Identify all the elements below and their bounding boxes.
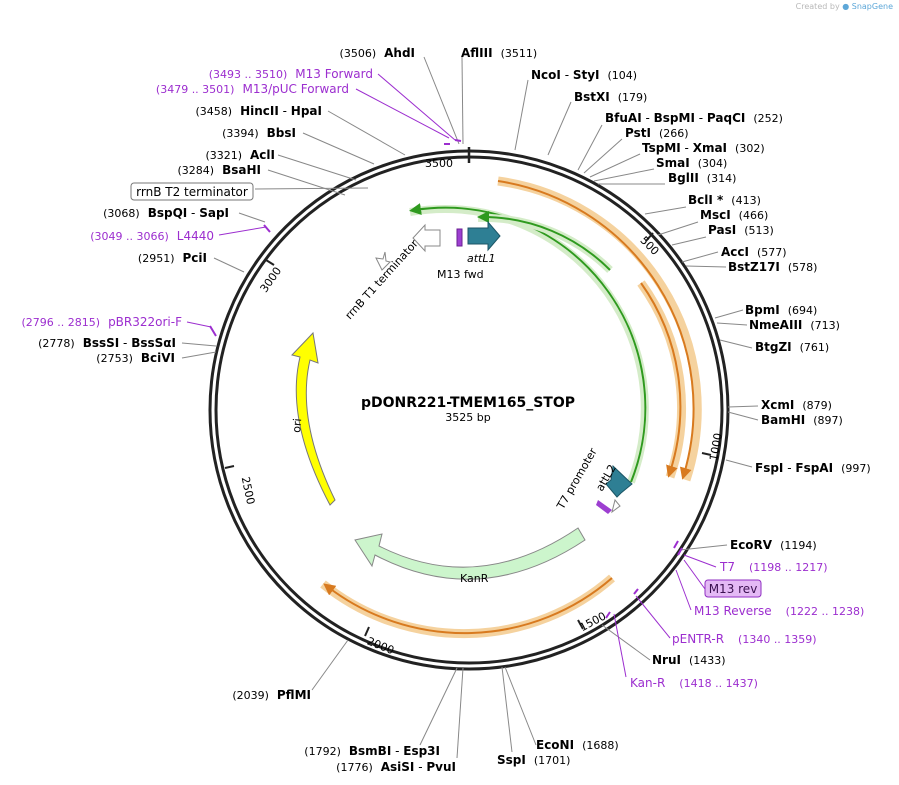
green-feature-band-2 bbox=[477, 213, 613, 273]
site-pasi: PasI(513) bbox=[708, 223, 774, 237]
attl1-label: attL1 bbox=[467, 252, 496, 265]
site-bstz17i: BstZ17I(578) bbox=[728, 260, 817, 274]
site-bcli: BclI *(413) bbox=[688, 193, 761, 207]
site-bsahi: (3284)BsaHI bbox=[178, 163, 261, 177]
green-feature-line-2 bbox=[477, 211, 611, 271]
m13-rev-badge: M13 rev bbox=[704, 579, 762, 598]
enzyme-labels: (3506)AhdI AflIII(3511) NcoI - StyI(104)… bbox=[38, 46, 871, 774]
site-fspi: FspI - FspAI(997) bbox=[755, 461, 871, 475]
orange-feature-line-2 bbox=[640, 282, 682, 478]
tick-label-2500: 2500 bbox=[239, 476, 258, 506]
site-bamhi: BamHI(897) bbox=[761, 413, 843, 427]
rrnb-t2-arrow bbox=[375, 251, 391, 271]
site-xcmi: XcmI(879) bbox=[761, 398, 832, 412]
site-asisi: (1776)AsiSI - PvuI bbox=[336, 760, 456, 774]
site-pcii: (2951)PciI bbox=[138, 251, 207, 265]
attl1-arrow bbox=[467, 220, 501, 252]
site-bfuai: BfuAI - BspMI - PaqCI(252) bbox=[605, 111, 783, 125]
orange-feature-band-3 bbox=[320, 574, 615, 639]
primer-t7: T7(1198 .. 1217) bbox=[719, 560, 828, 574]
plasmid-name: pDONR221-TMEM165_STOP bbox=[361, 395, 575, 411]
t7prom-label: T7 promoter bbox=[554, 445, 600, 512]
site-smai: SmaI(304) bbox=[656, 156, 727, 170]
primer-l4440: (3049 .. 3066)L4440 bbox=[90, 229, 214, 243]
site-tspmi: TspMI - XmaI(302) bbox=[642, 141, 765, 155]
site-bglii: BglII(314) bbox=[668, 171, 736, 185]
site-hincii: (3458)HincII - HpaI bbox=[196, 104, 323, 118]
tick-label-3500: 3500 bbox=[425, 157, 453, 170]
primer-leader-lines bbox=[186, 73, 717, 678]
site-bpmi: BpmI(694) bbox=[745, 303, 817, 317]
credit-prefix: Created by bbox=[795, 2, 840, 11]
site-ahdi: (3506)AhdI bbox=[340, 46, 415, 60]
ori-feature bbox=[291, 331, 336, 506]
primer-pbr322ori-f: (2796 .. 2815)pBR322ori-F bbox=[22, 315, 183, 329]
m13-fwd-marker bbox=[456, 228, 463, 247]
primer-site-marks bbox=[209, 139, 683, 619]
tick-label-1000: 1000 bbox=[707, 432, 725, 462]
enzyme-leader-lines bbox=[181, 56, 759, 759]
site-acli: (3321)AclI bbox=[205, 148, 275, 162]
site-acci: AccI(577) bbox=[721, 245, 787, 259]
site-econi: EcoNI(1688) bbox=[536, 738, 619, 752]
credit-brand: SnapGene bbox=[851, 2, 893, 11]
site-btgzi: BtgZI(761) bbox=[755, 340, 829, 354]
rrnb-t2-badge: rrnB T2 terminator bbox=[130, 182, 254, 201]
kanr-label: KanR bbox=[460, 572, 489, 585]
ori-label: ori bbox=[290, 418, 304, 433]
primer-kan-r: Kan-R(1418 .. 1437) bbox=[630, 676, 758, 690]
site-sspi: SspI(1701) bbox=[497, 753, 570, 767]
primer-pentr-r: pENTR-R(1340 .. 1359) bbox=[672, 632, 817, 646]
site-msci: MscI(466) bbox=[700, 208, 768, 222]
kanr-feature bbox=[354, 527, 586, 580]
rrnb-t1-label: rrnB T1 terminator bbox=[343, 237, 421, 322]
site-psti: PstI(266) bbox=[625, 126, 689, 140]
rrnb-t2-label: rrnB T2 terminator bbox=[136, 185, 248, 199]
t7-promoter-arrow bbox=[611, 498, 621, 514]
green-feature-line-1 bbox=[409, 203, 647, 483]
primer-labels: (3493 .. 3510)M13 Forward (3479 .. 3501)… bbox=[22, 67, 865, 690]
attl2-arrow bbox=[605, 464, 633, 498]
snapgene-logo: ● SnapGene bbox=[842, 2, 893, 11]
primer-m13-forward: (3493 .. 3510)M13 Forward bbox=[209, 67, 373, 81]
snapgene-credit: Created by ● SnapGene bbox=[796, 2, 893, 11]
site-nrui: NruI(1433) bbox=[652, 653, 726, 667]
tick-label-3000: 3000 bbox=[258, 265, 285, 295]
green-feature-band-1 bbox=[409, 204, 649, 484]
primer-m13-reverse: M13 Reverse(1222 .. 1238) bbox=[694, 604, 864, 618]
site-bcivi: (2753)BciVI bbox=[96, 351, 175, 365]
t7-promoter-marker bbox=[596, 500, 612, 514]
site-pflmi: (2039)PflMI bbox=[232, 688, 311, 702]
orange-feature-line-1 bbox=[497, 180, 695, 480]
primer-m13-puc-forward: (3479 .. 3501)M13/pUC Forward bbox=[156, 82, 349, 96]
plasmid-size: 3525 bp bbox=[445, 411, 490, 424]
site-bstxi: BstXI(179) bbox=[574, 90, 647, 104]
site-aflIII: AflIII(3511) bbox=[461, 46, 537, 60]
site-bsmbi: (1792)BsmBI - Esp3I bbox=[304, 744, 440, 758]
site-ncoi: NcoI - StyI(104) bbox=[531, 68, 637, 82]
site-ecorv: EcoRV(1194) bbox=[730, 538, 817, 552]
orange-feature-line-3 bbox=[323, 577, 613, 635]
site-nmeaiii: NmeAIII(713) bbox=[749, 318, 840, 332]
site-bbsi: (3394)BbsI bbox=[222, 126, 296, 140]
rrnb-t1-arrow bbox=[412, 223, 441, 253]
m13-rev-label: M13 rev bbox=[709, 582, 758, 596]
m13fwd-label: M13 fwd bbox=[437, 268, 484, 281]
site-bspqi: (3068)BspQI - SapI bbox=[103, 206, 229, 220]
site-bsssi: (2778)BssSI - BssSαI bbox=[38, 336, 176, 350]
